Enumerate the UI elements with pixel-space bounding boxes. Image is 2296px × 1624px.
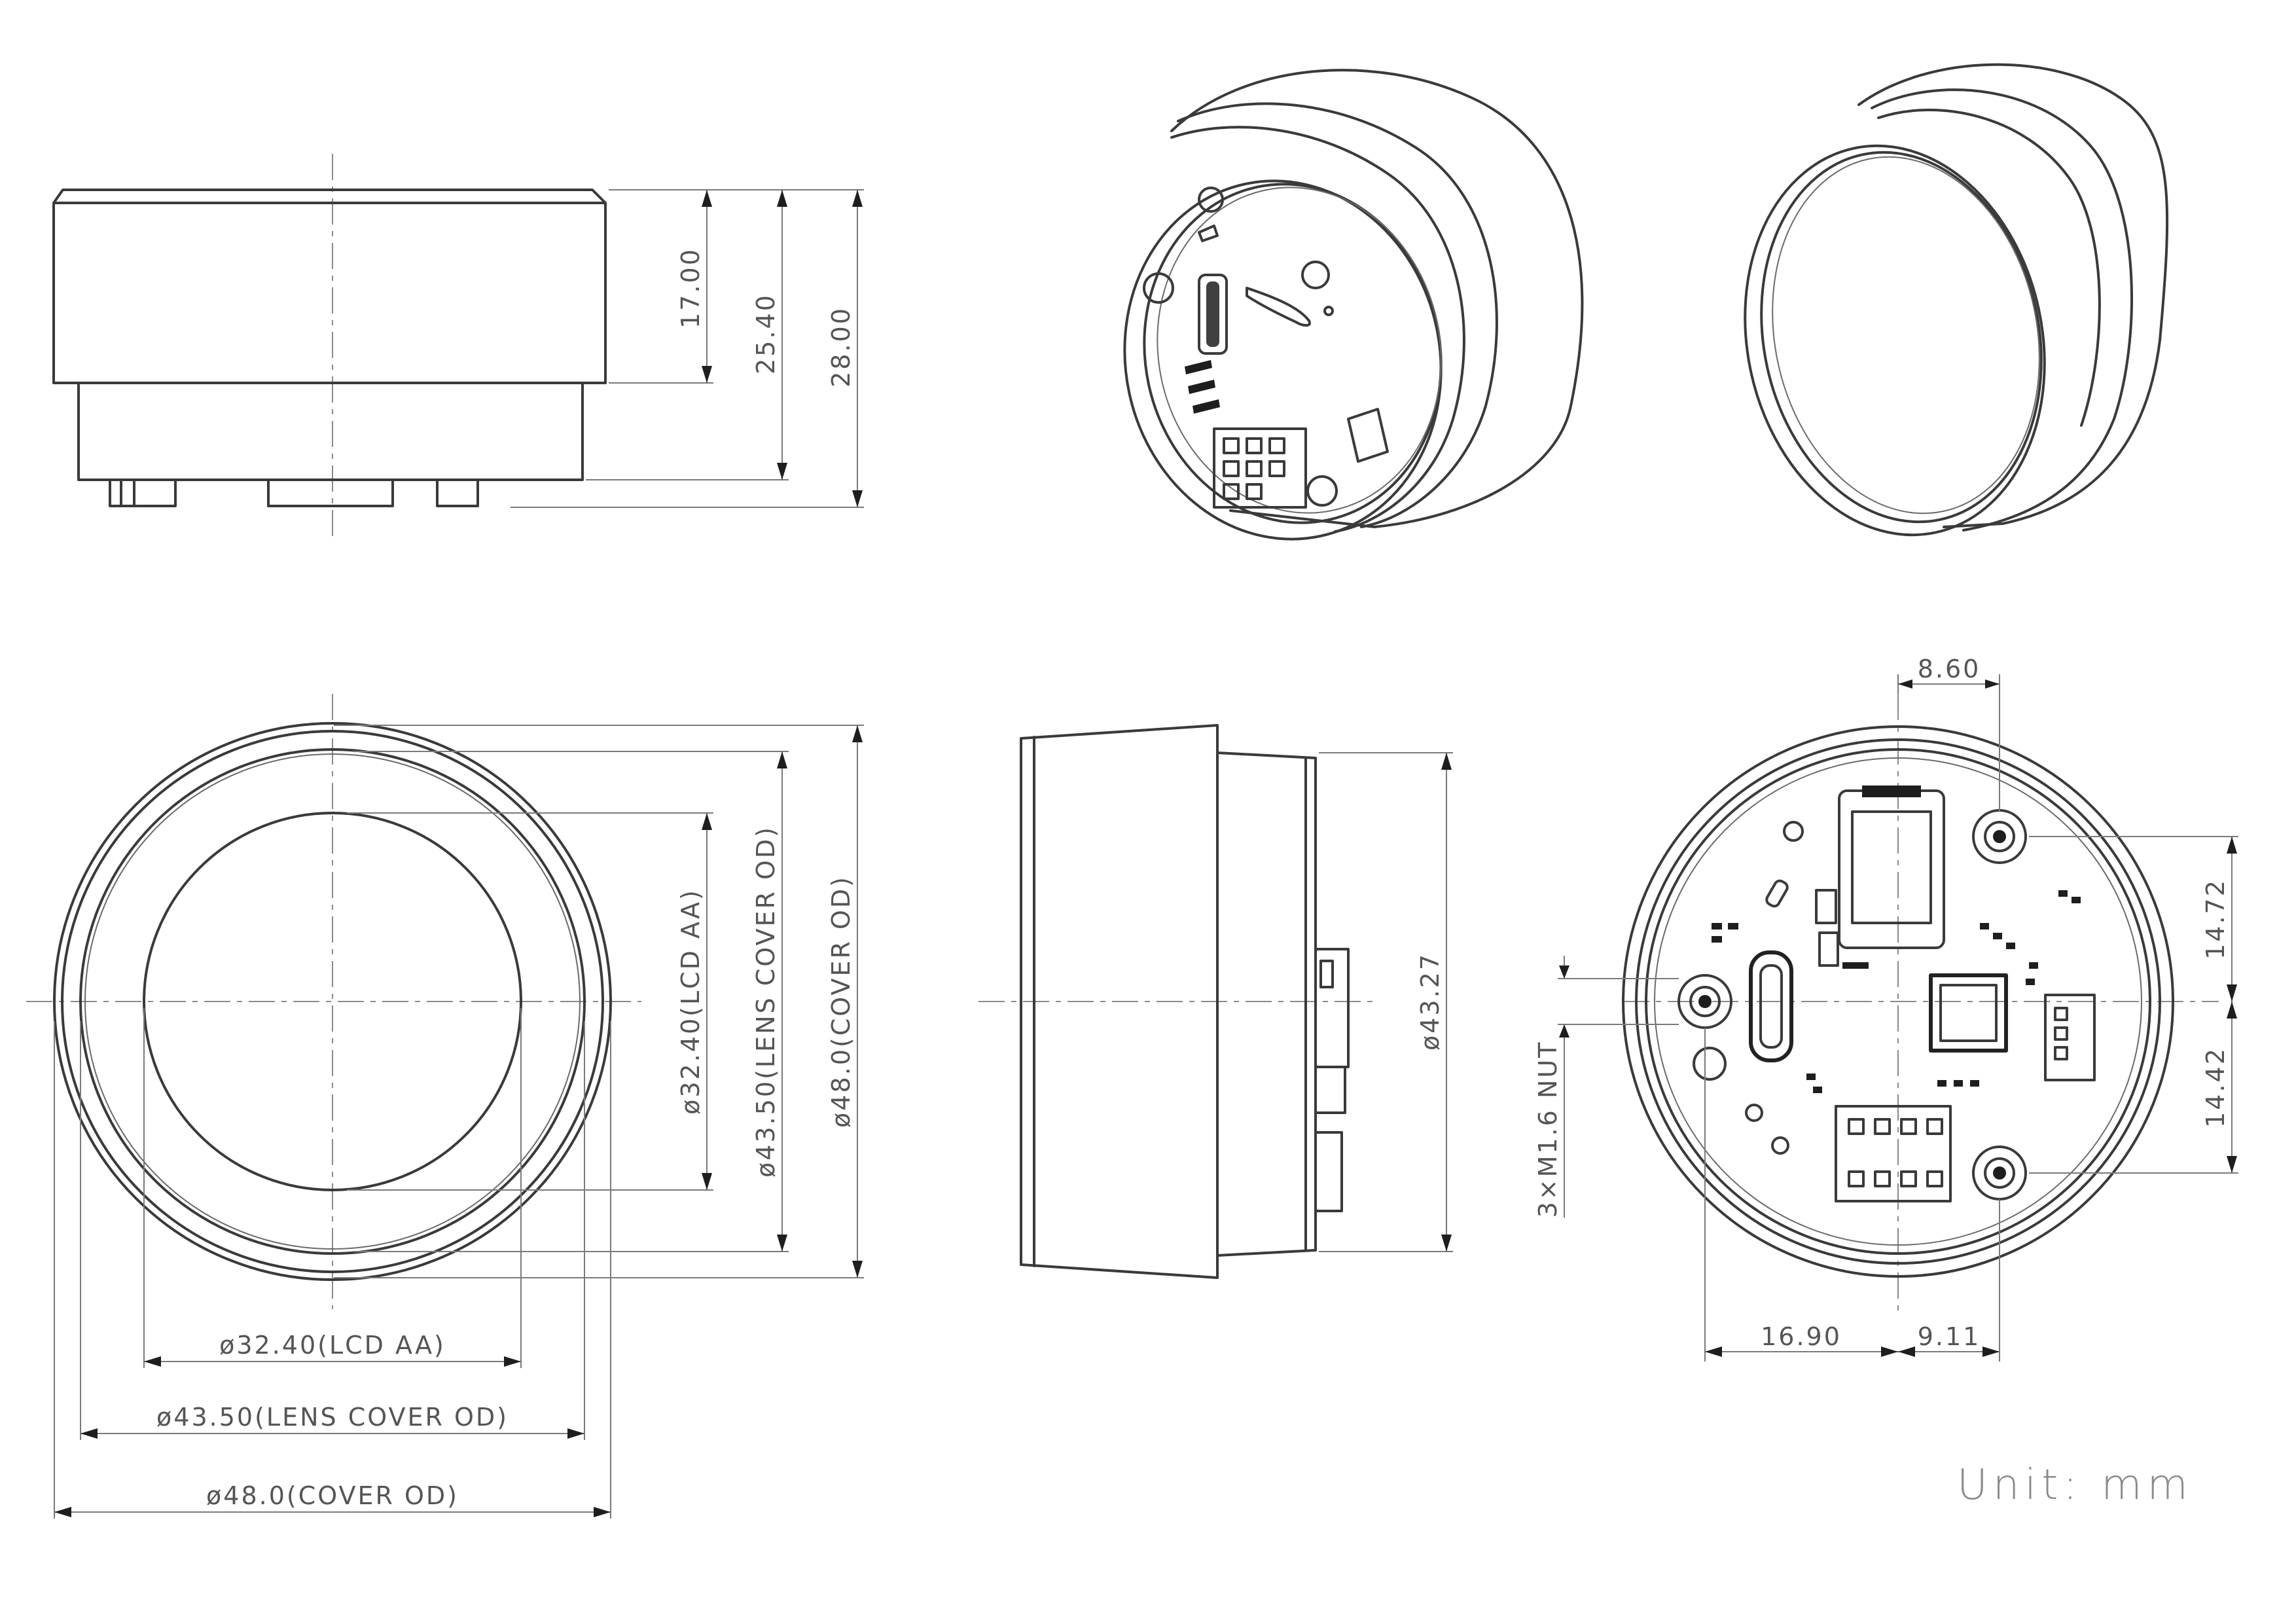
dim-9-11: 9.11: [1918, 1322, 1981, 1351]
dim-cover-horizontal: ø48.0(COVER OD): [206, 1481, 459, 1510]
unit-label: Unit: mm: [1957, 1461, 2193, 1509]
side-view-top-left: 17.00 25.40 28.00: [52, 154, 864, 537]
dim-lcd-vertical: ø32.40(LCD AA): [676, 888, 705, 1115]
front-view: ø32.40(LCD AA) ø43.50(LENS COVER OD) ø48…: [26, 694, 864, 1519]
dim-25-40: 25.40: [751, 293, 780, 374]
dim-14-72: 14.72: [2201, 878, 2230, 960]
dim-43-27: ø43.27: [1416, 952, 1444, 1051]
dim-28: 28.00: [827, 306, 855, 388]
dim-14-42: 14.42: [2201, 1047, 2230, 1128]
dim-lens-horizontal: ø43.50(LENS COVER OD): [156, 1403, 509, 1432]
isometric-front-view: [1744, 63, 2169, 537]
note-m1-6-nut: 3×M1.6 NUT: [1534, 1041, 1562, 1218]
dim-cover-vertical: ø48.0(COVER OD): [827, 875, 855, 1128]
isometric-back-view: [1123, 69, 1584, 541]
dim-lens-vertical: ø43.50(LENS COVER OD): [751, 825, 780, 1178]
dim-17: 17.00: [676, 247, 705, 329]
dim-8-60: 8.60: [1918, 655, 1981, 683]
dim-16-90: 16.90: [1761, 1322, 1842, 1351]
dim-lcd-horizontal: ø32.40(LCD AA): [219, 1331, 446, 1360]
side-view-middle: ø43.27: [978, 724, 1453, 1279]
back-view-pcb: 8.60 14.72 14.42 16.90 9.11 3×M1.6 NUT: [1534, 655, 2238, 1362]
